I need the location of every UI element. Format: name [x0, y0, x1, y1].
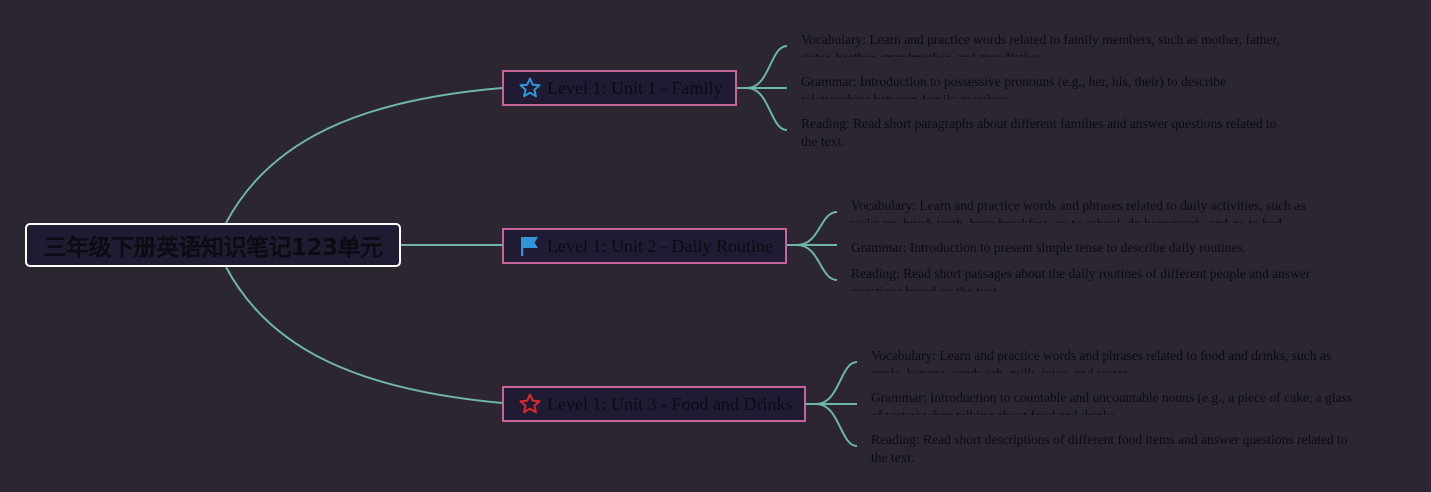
unit-3-detail-grammar[interactable]: Grammar: Introduction to countable and u… [871, 390, 1352, 415]
unit-3-title: Level 1: Unit 3 - Food and Drinks [547, 393, 793, 414]
connector-unit2-detail1 [787, 211, 838, 246]
unit-1-detail-reading[interactable]: Reading: Read short paragraphs about dif… [801, 116, 1277, 149]
connector-unit1-detail3 [737, 87, 788, 131]
connector-unit2-detail3 [787, 244, 838, 281]
connector-root-unit3 [225, 266, 503, 404]
star-outline-icon [518, 392, 542, 416]
connector-unit1-detail1 [737, 45, 788, 89]
unit-1-title: Level 1: Unit 1 - Family [547, 77, 723, 98]
unit-1-topic[interactable]: Level 1: Unit 1 - Family [502, 70, 737, 106]
unit-1-detail-grammar[interactable]: Grammar: Introduction to possessive pron… [801, 74, 1226, 99]
unit-3-topic[interactable]: Level 1: Unit 3 - Food and Drinks [502, 386, 806, 422]
unit-2-detail-grammar[interactable]: Grammar: Introduction to present simple … [851, 240, 1247, 255]
unit-2-topic[interactable]: Level 1: Unit 2 - Daily Routine [502, 228, 787, 264]
connector-unit3-detail3 [806, 403, 858, 447]
unit-1-detail-vocabulary[interactable]: Vocabulary: Learn and practice words rel… [801, 32, 1280, 57]
unit-3-detail-reading[interactable]: Reading: Read short descriptions of diff… [871, 432, 1348, 465]
unit-2-detail-vocabulary[interactable]: Vocabulary: Learn and practice words and… [851, 198, 1306, 223]
connector-root-unit1 [225, 87, 503, 224]
unit-3-detail-vocabulary[interactable]: Vocabulary: Learn and practice words and… [871, 348, 1332, 373]
unit-2-title: Level 1: Unit 2 - Daily Routine [547, 235, 773, 256]
unit-2-detail-reading[interactable]: Reading: Read short passages about the d… [851, 266, 1311, 291]
flag-icon [518, 234, 542, 258]
root-topic[interactable]: 三年级下册英语知识笔记123单元 [25, 223, 401, 267]
star-outline-icon [518, 76, 542, 100]
connector-unit3-detail1 [806, 361, 858, 405]
